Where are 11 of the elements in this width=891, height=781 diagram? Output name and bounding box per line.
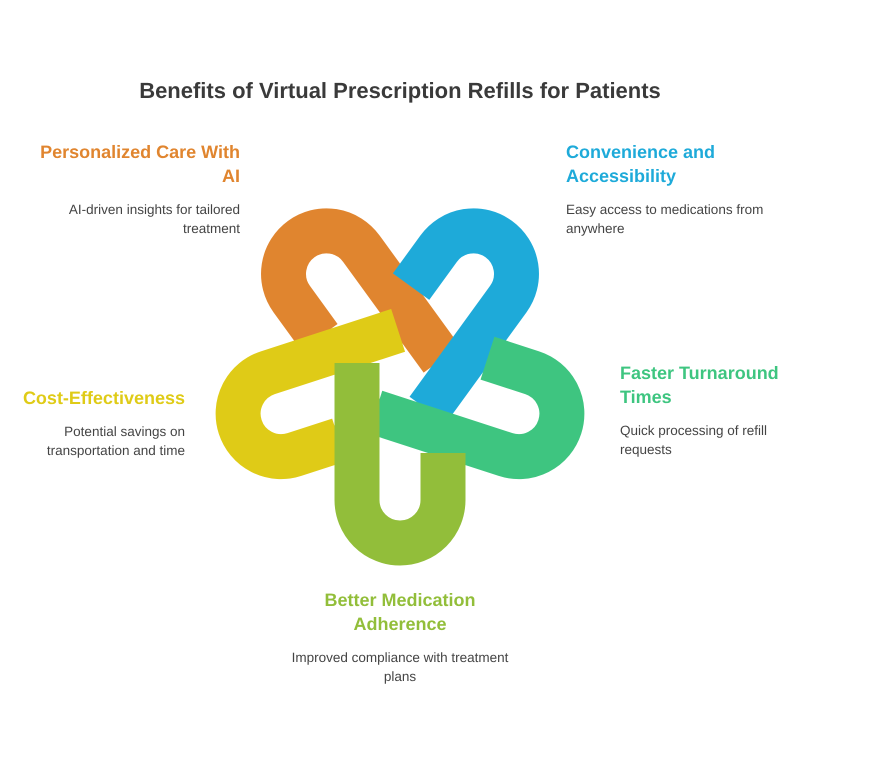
benefit-heading: Personalized Care With AI: [40, 141, 240, 188]
benefit-description: AI-driven insights for tailored treatment: [68, 201, 240, 238]
benefit-heading: Cost-Effectiveness: [22, 387, 185, 410]
title: Benefits of Virtual Prescription Refills for Patients: [138, 78, 662, 104]
benefit-description: Improved compliance with treatment plans: [290, 649, 510, 686]
benefit-heading: Faster Turnaround Times: [620, 362, 780, 409]
benefit-description: Quick processing of refill requests: [620, 422, 768, 459]
benefit-description: Potential savings on transportation and time: [46, 423, 185, 460]
benefit-description: Easy access to medications from anywhere: [566, 201, 764, 238]
benefit-heading: Convenience and Accessibility: [566, 141, 716, 188]
benefit-heading: Better Medication Adherence: [323, 589, 477, 636]
